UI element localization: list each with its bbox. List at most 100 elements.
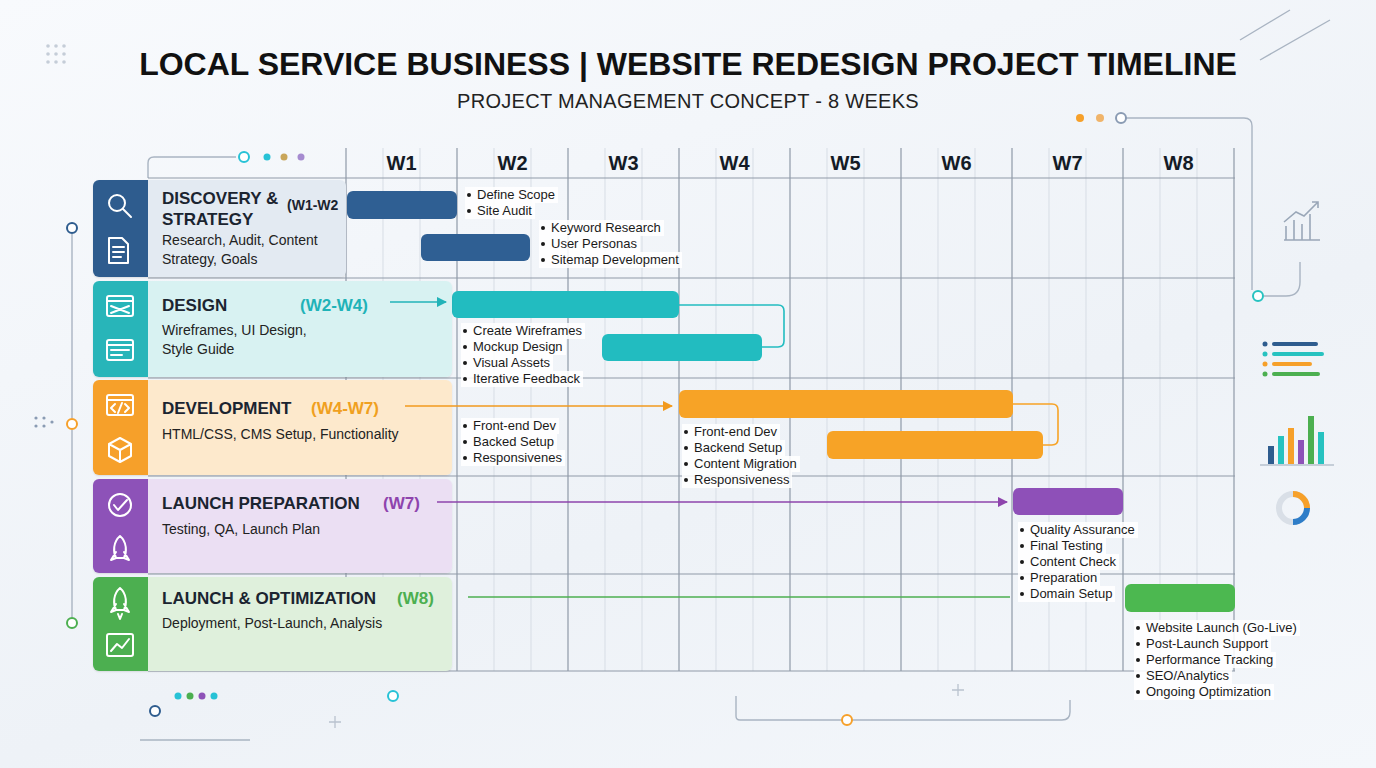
task-text: Performance Tracking xyxy=(1146,652,1273,668)
decoration xyxy=(54,52,58,56)
decoration-dot xyxy=(281,154,288,161)
phase-description: Wireframes, UI Design, Style Guide xyxy=(162,321,322,359)
circuit-line xyxy=(71,430,72,617)
bullet-dot xyxy=(1136,658,1140,662)
task-item: Preparation xyxy=(1018,570,1100,586)
side-icon xyxy=(1308,416,1314,464)
circuit-node xyxy=(1253,291,1263,301)
side-icon xyxy=(1284,214,1320,240)
decoration-dot xyxy=(1076,114,1084,122)
plus-mark xyxy=(952,684,964,696)
circuit-line xyxy=(140,739,250,740)
decoration xyxy=(46,44,50,48)
task-item: Post-Launch Support xyxy=(1134,636,1271,652)
side-icon xyxy=(1298,440,1304,464)
task-text: Site Audit xyxy=(477,203,532,219)
phase-icon xyxy=(107,296,133,316)
phase-icon xyxy=(114,500,127,510)
phase-description: Testing, QA, Launch Plan xyxy=(162,520,442,539)
bullet-dot xyxy=(467,209,471,213)
task-text: Visual Assets xyxy=(473,355,550,371)
task-text: SEO/Analytics xyxy=(1146,668,1229,684)
phase-icon xyxy=(107,301,133,313)
task-text: Responsiveness xyxy=(694,472,789,488)
task-item: Performance Tracking xyxy=(1134,652,1276,668)
task-text: Ongoing Optimization xyxy=(1146,684,1271,700)
circuit-node xyxy=(67,223,77,233)
bullet-dot xyxy=(1020,544,1024,548)
decoration xyxy=(46,44,66,64)
gantt-bar xyxy=(602,334,762,361)
task-text: Keyword Research xyxy=(551,220,661,236)
week-header: W1 xyxy=(346,148,457,178)
task-text: Define Scope xyxy=(477,187,555,203)
week-header: W8 xyxy=(1123,148,1234,178)
decoration-dot xyxy=(298,154,305,161)
circuit-line xyxy=(736,696,1070,720)
phase-title: LAUNCH PREPARATION xyxy=(162,493,392,514)
phase-title: LAUNCH & OPTIMIZATION xyxy=(162,588,402,609)
phase-box: LAUNCH PREPARATION(W7) Testing, QA, Launc… xyxy=(93,479,452,573)
decoration-dot xyxy=(34,114,1104,700)
bullet-dot xyxy=(463,440,467,444)
task-text: Final Testing xyxy=(1030,538,1103,554)
task-text: Front-end Dev xyxy=(694,424,777,440)
bullet-dot xyxy=(463,345,467,349)
bullet-dot xyxy=(467,193,471,197)
phase-pointer xyxy=(468,596,1010,598)
decoration-dot xyxy=(42,424,45,427)
circuit-line xyxy=(1126,118,1252,290)
side-icon xyxy=(1272,352,1324,356)
decoration xyxy=(54,60,58,64)
circuit-line xyxy=(72,10,1330,740)
phase-box: DISCOVERY & STRATEGY(W1-W2Research, Audi… xyxy=(93,180,346,277)
circuit-line xyxy=(71,234,72,418)
phase-icon xyxy=(109,494,131,516)
phase-box: DEVELOPMENT(W4-W7)HTML/CSS, CMS Setup, F… xyxy=(93,380,452,475)
phase-pointer xyxy=(390,301,446,303)
phase-icon xyxy=(111,536,129,560)
bullet-dot xyxy=(1020,528,1024,532)
phase-weeks: (W7) xyxy=(383,493,443,514)
grid-minor xyxy=(383,148,1197,671)
gantt-bar xyxy=(679,390,1013,418)
phase-icon xyxy=(109,195,125,211)
bullet-dot xyxy=(1020,560,1024,564)
side-icon xyxy=(1284,202,1318,222)
bullet-dot xyxy=(1136,674,1140,678)
gantt-bar xyxy=(1013,488,1123,515)
gantt-bar xyxy=(347,191,1235,612)
task-item: Ongoing Optimization xyxy=(1134,684,1274,700)
gantt-bar xyxy=(1125,584,1235,612)
phase-weeks: (W1-W2 xyxy=(287,195,347,216)
phase-box: LAUNCH & OPTIMIZATION(W8)Deployment, Pos… xyxy=(93,577,452,671)
task-text: Post-Launch Support xyxy=(1146,636,1268,652)
phase-icon xyxy=(109,438,131,462)
bullet-dot xyxy=(541,226,545,230)
task-item: Iterative Feedback xyxy=(461,371,583,387)
side-icon xyxy=(1318,432,1324,464)
bullet-dot xyxy=(463,361,467,365)
bullet-dot xyxy=(1020,576,1024,580)
phase-pointer xyxy=(390,302,1010,597)
phase-icon xyxy=(107,634,133,656)
dependency-bracket xyxy=(679,305,1058,445)
decoration-dot xyxy=(42,416,45,419)
plus-mark xyxy=(329,684,964,728)
phase-icon xyxy=(111,639,129,651)
task-text: Website Launch (Go-Live) xyxy=(1146,620,1297,636)
circuit-node xyxy=(150,706,160,716)
decoration-dot xyxy=(264,154,271,161)
bullet-dot xyxy=(1020,592,1024,596)
task-item: Create Wireframes xyxy=(461,323,585,339)
decoration-dot xyxy=(187,693,194,700)
task-text: User Personas xyxy=(551,236,637,252)
circuit-line xyxy=(1240,10,1330,60)
task-text: Iterative Feedback xyxy=(473,371,580,387)
side-icon xyxy=(1288,428,1294,464)
task-text: Responsivenes xyxy=(473,450,562,466)
task-text: Quality Assurance xyxy=(1030,522,1135,538)
side-icon xyxy=(1260,464,1334,465)
week-header: W3 xyxy=(568,148,679,178)
bullet-dot xyxy=(684,462,688,466)
